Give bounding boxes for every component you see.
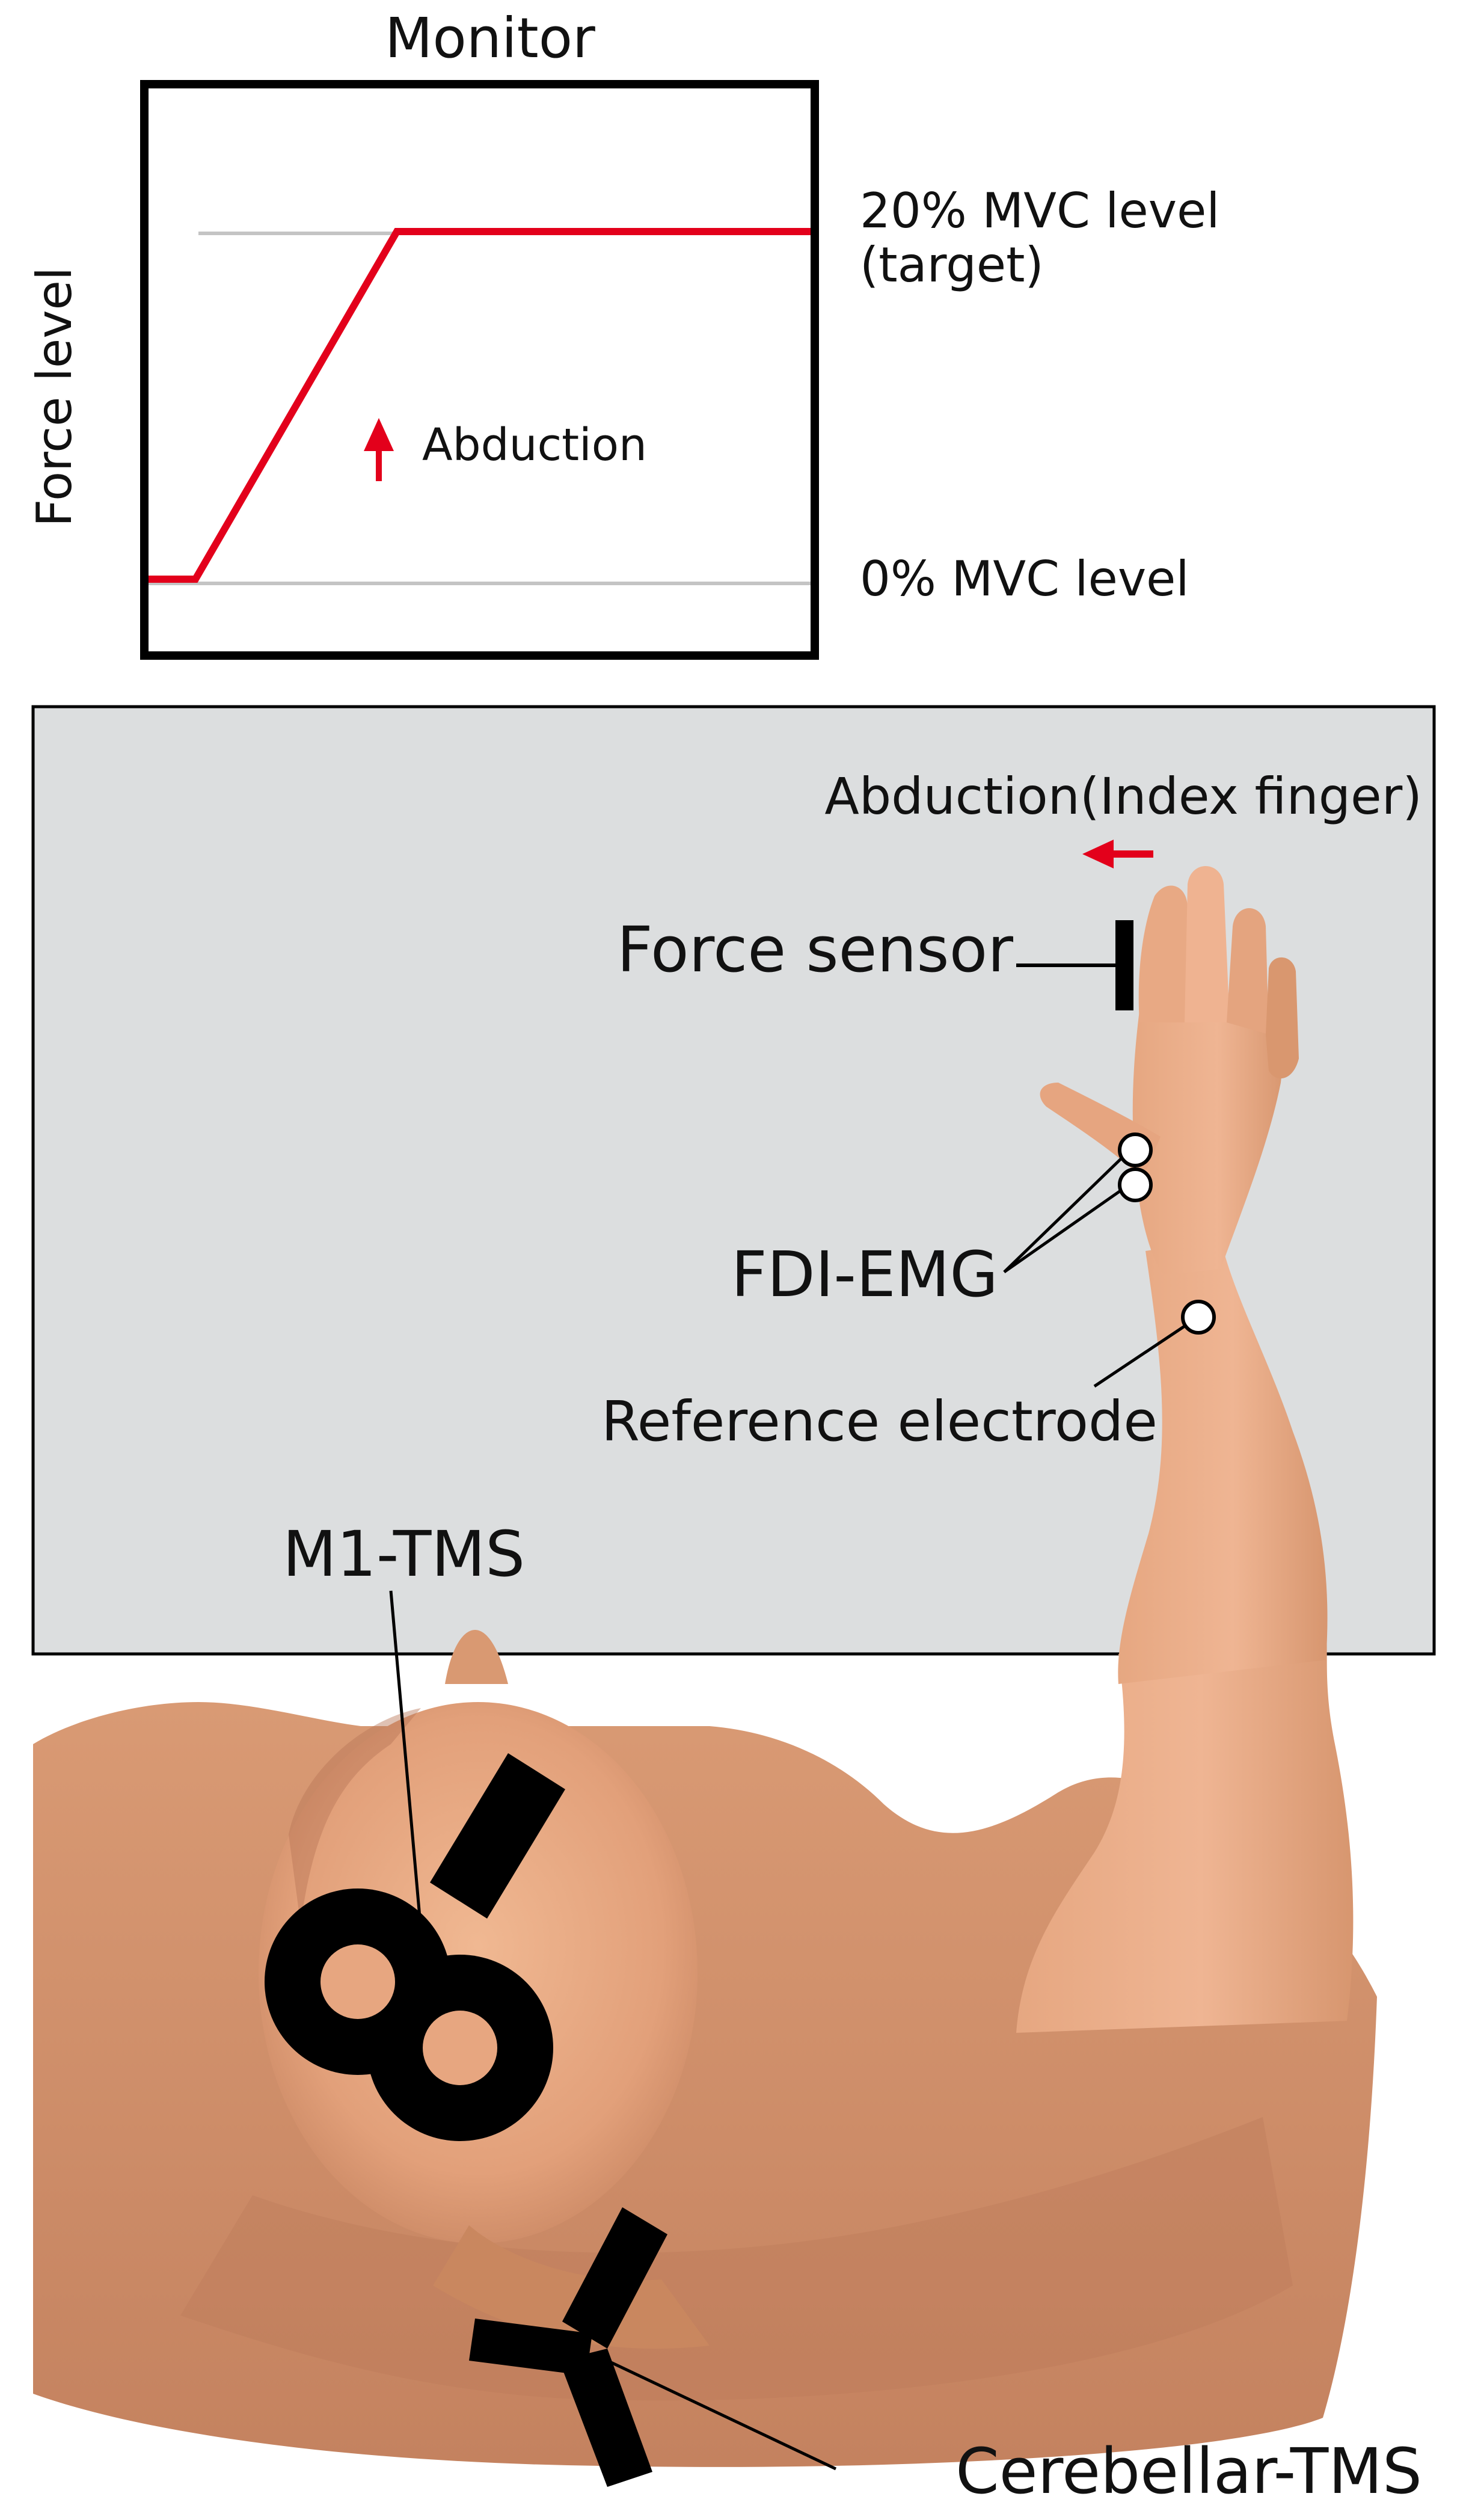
nose [445, 1630, 508, 1684]
ring-finger [1227, 908, 1269, 1034]
emg-leader-2 [1003, 1188, 1123, 1274]
emg-electrode-2 [1118, 1167, 1153, 1202]
cerebellar-tms-label: Cerebellar-TMS [955, 2435, 1422, 2508]
monitor-title: Monitor [385, 6, 595, 70]
setup-direction-label: Abduction(Index finger) [824, 767, 1422, 826]
monitor-direction-label: Abduction [422, 419, 647, 471]
m1-tms-leader [389, 1590, 423, 1931]
target-level-sublabel: (target) [860, 237, 1044, 293]
reference-electrode [1181, 1300, 1216, 1335]
emg-label: FDI-EMG [731, 1238, 998, 1311]
monitor-panel: Monitor Abduction Force level 20% MVC le… [26, 6, 1220, 660]
m1-tms-coil-icon [265, 1753, 565, 2141]
force-sensor-plate [1115, 920, 1133, 1010]
emg-leader-1 [1003, 1157, 1123, 1273]
force-trace [149, 228, 811, 583]
index-finger [1138, 885, 1191, 1022]
cerebellar-tms-leader [606, 2359, 837, 2471]
reference-electrode-label: Reference electrode [601, 1389, 1158, 1454]
cerebellar-tms-coil-icon [469, 2207, 667, 2487]
finger-direction-arrow-icon [1082, 840, 1153, 868]
forearm [1118, 1239, 1328, 1684]
reference-leader [1093, 1324, 1186, 1388]
target-level-label: 20% MVC level [860, 183, 1220, 239]
little-finger [1266, 957, 1299, 1079]
middle-finger [1185, 866, 1230, 1022]
upper-arm [1016, 1624, 1354, 2033]
monitor-frame [140, 80, 819, 660]
hand-palm [1132, 1010, 1287, 1275]
zero-level-label: 0% MVC level [860, 551, 1189, 607]
neck [433, 2225, 710, 2349]
emg-electrode-1 [1118, 1132, 1153, 1167]
back-shadow [180, 2117, 1293, 2401]
force-direction-arrow-icon [364, 418, 394, 481]
force-sensor-label: Force sensor [617, 913, 1013, 986]
y-axis-label: Force level [26, 267, 82, 527]
m1-tms-label: M1-TMS [283, 1517, 525, 1591]
hair-edge [289, 1708, 421, 1925]
